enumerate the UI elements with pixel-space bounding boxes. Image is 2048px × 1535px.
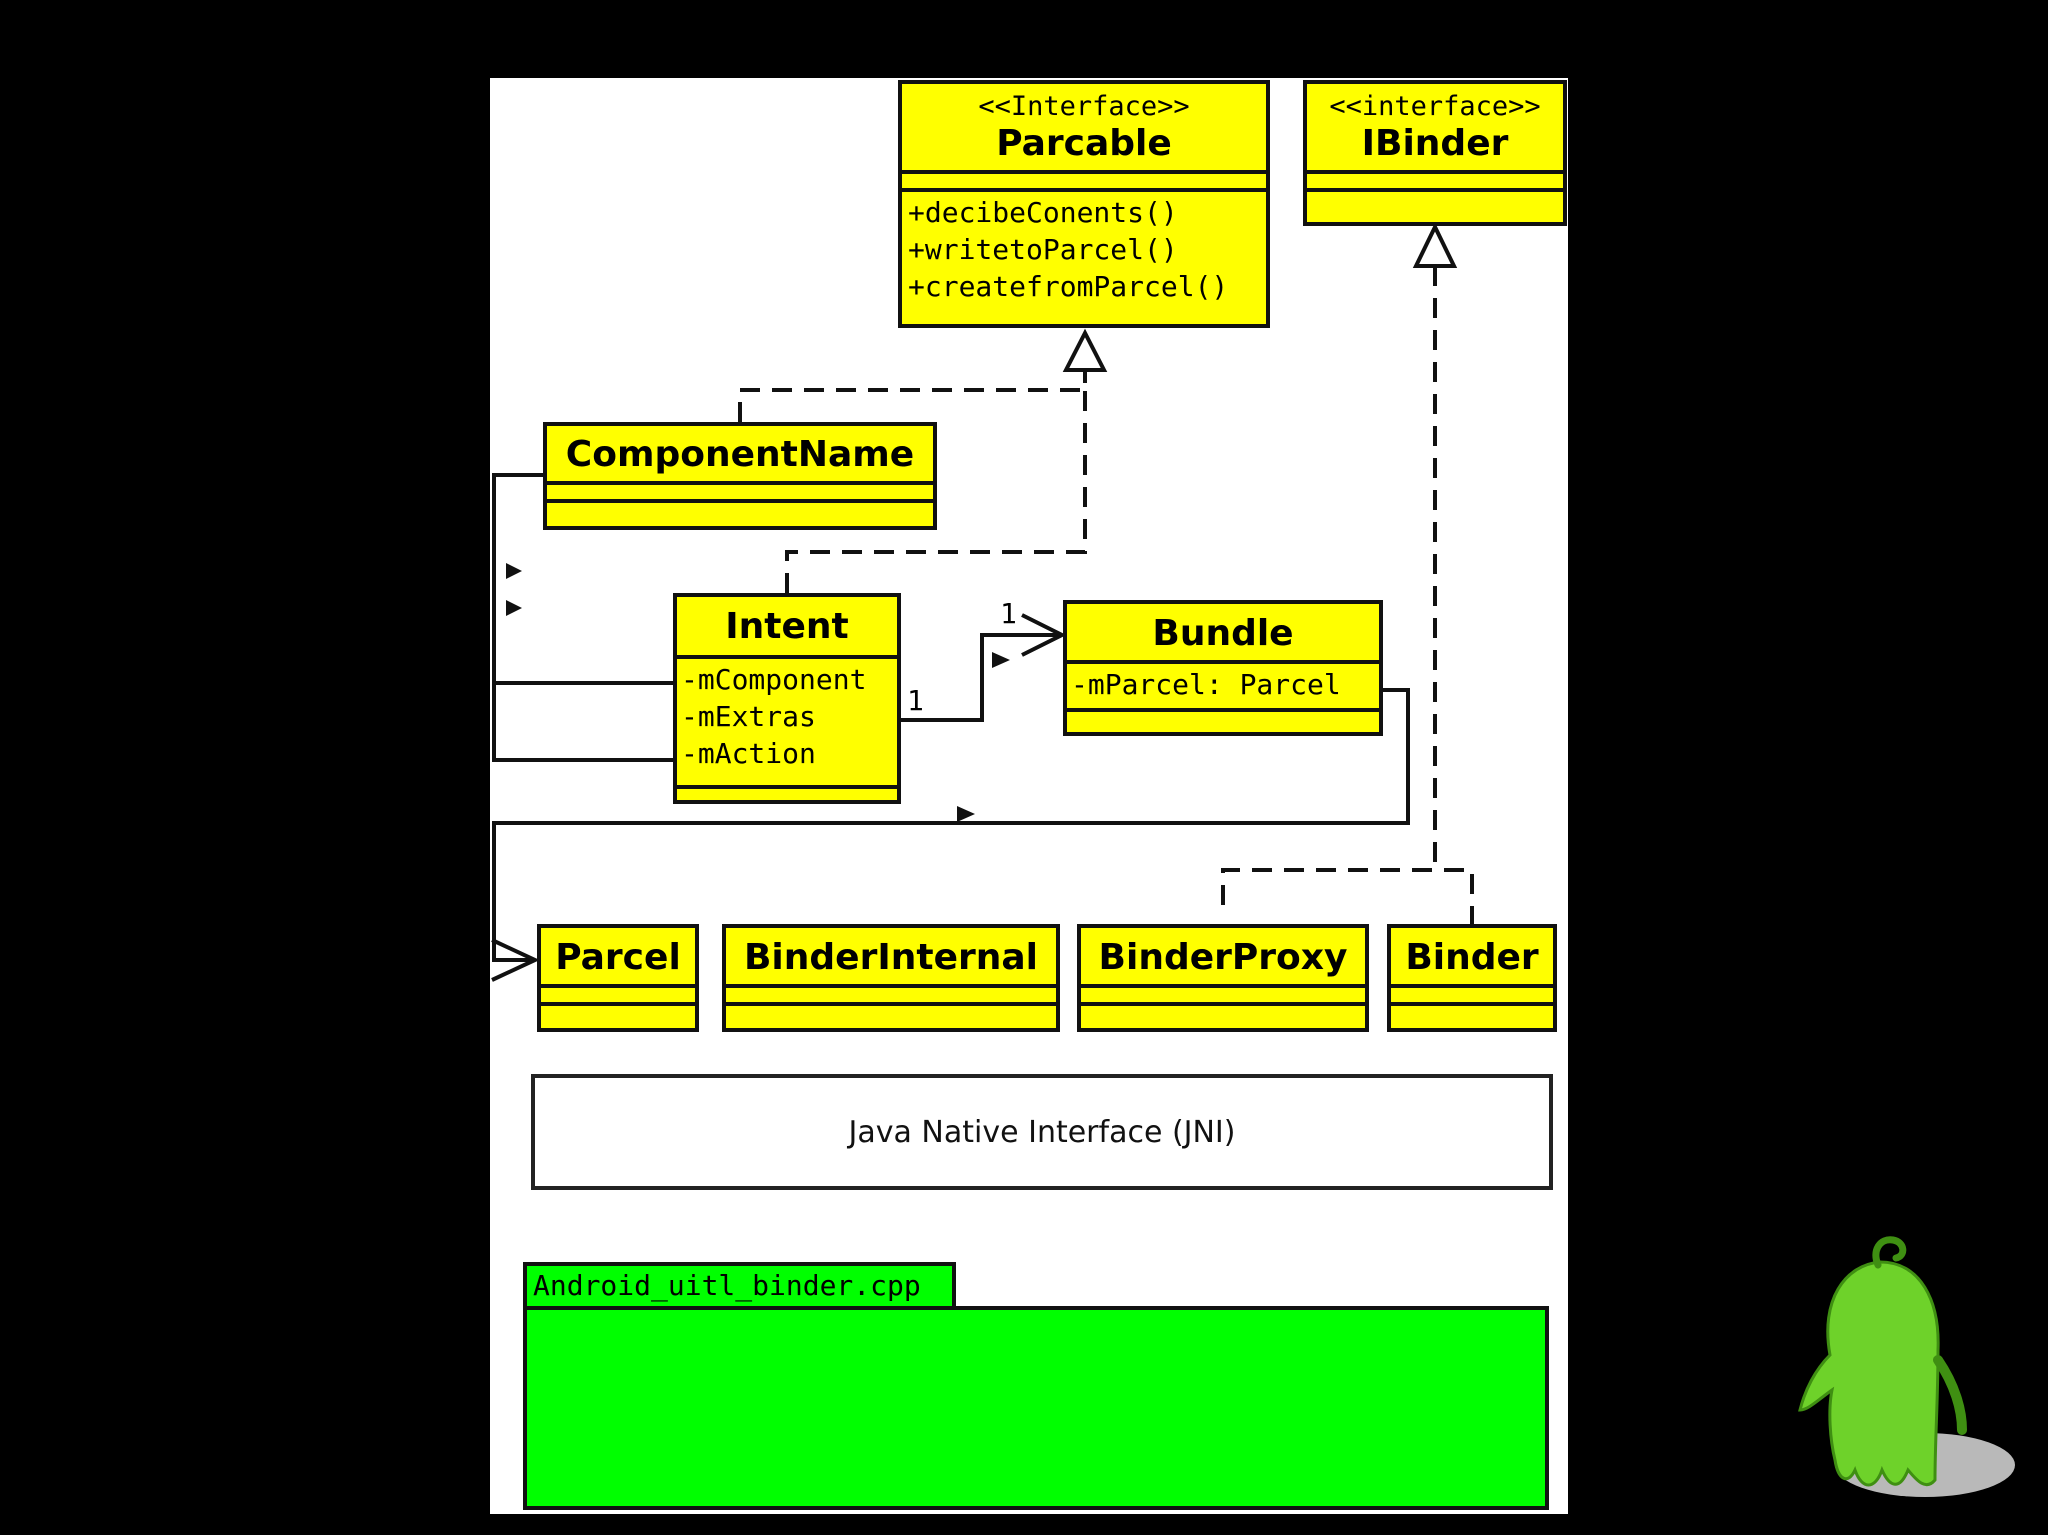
separator	[1067, 708, 1379, 712]
class-binderproxy: BinderProxy	[1077, 924, 1369, 1032]
class-binder: Binder	[1387, 924, 1557, 1032]
class-header: <<Interface>> Parcable	[902, 84, 1266, 166]
attribute-item: -mAction	[681, 737, 816, 770]
attribute-item: -mParcel: Parcel	[1071, 668, 1341, 701]
separator	[1391, 1002, 1553, 1006]
class-header: BinderProxy	[1081, 928, 1365, 980]
class-name: Bundle	[1152, 613, 1294, 654]
realization-binder-ibinder	[1221, 266, 1474, 925]
class-name: Binder	[1405, 937, 1539, 978]
jni-label: Java Native Interface (JNI)	[848, 1114, 1236, 1150]
separator	[726, 1002, 1056, 1006]
separator	[677, 655, 897, 659]
package-body	[523, 1306, 1549, 1510]
class-name: BinderProxy	[1098, 937, 1348, 978]
separator	[902, 170, 1266, 188]
association-bundle-parcel	[491, 688, 1410, 982]
separator	[1081, 1002, 1365, 1006]
separator	[1067, 660, 1379, 664]
separator	[902, 188, 1266, 192]
class-name: Intent	[725, 606, 849, 647]
stereotype-label: <<Interface>>	[978, 91, 1190, 122]
attribute-item: -mExtras	[681, 700, 816, 733]
multiplicity-intent: 1	[907, 684, 924, 717]
class-name: ComponentName	[565, 434, 915, 475]
nav-arrow-3	[992, 652, 1010, 668]
realization-arrowhead-ibinder	[1412, 222, 1458, 268]
method-item: +writetoParcel()	[908, 233, 1178, 266]
separator	[541, 1002, 695, 1006]
class-header: Parcel	[541, 928, 695, 980]
attribute-list: -mParcel: Parcel	[1067, 664, 1379, 708]
separator	[1081, 984, 1365, 1002]
separator	[541, 984, 695, 1002]
class-header: Intent	[677, 597, 897, 649]
method-item: +decibeConents()	[908, 196, 1178, 229]
separator	[677, 785, 897, 789]
class-header: ComponentName	[547, 426, 933, 477]
separator	[1307, 188, 1563, 192]
class-header: BinderInternal	[726, 928, 1056, 980]
method-list: +decibeConents() +writetoParcel() +creat…	[902, 192, 1266, 311]
class-name: Parcel	[555, 937, 681, 978]
mascot-icon	[1798, 1236, 2015, 1497]
class-name: IBinder	[1361, 123, 1509, 164]
package-tab: Android_uitl_binder.cpp	[523, 1262, 956, 1310]
class-componentname: ComponentName	[543, 422, 937, 530]
separator	[726, 984, 1056, 1002]
class-bundle: Bundle -mParcel: Parcel	[1063, 600, 1383, 736]
class-binderinternal: BinderInternal	[722, 924, 1060, 1032]
attribute-list: -mComponent -mExtras -mAction	[677, 659, 897, 785]
class-parcable: <<Interface>> Parcable +decibeConents() …	[898, 80, 1270, 328]
class-parcel: Parcel	[537, 924, 699, 1032]
realization-arrowhead-parcable	[1062, 328, 1108, 372]
attribute-item: -mComponent	[681, 663, 867, 696]
realization-intent-parcable	[785, 370, 1087, 593]
class-header: Binder	[1391, 928, 1553, 980]
method-item: +createfromParcel()	[908, 270, 1229, 303]
separator	[547, 481, 933, 499]
stereotype-label: <<interface>>	[1329, 91, 1541, 122]
class-name: BinderInternal	[743, 937, 1038, 978]
separator	[1391, 984, 1553, 1002]
association-intent-componentname	[492, 473, 673, 762]
class-header: <<interface>> IBinder	[1307, 84, 1563, 166]
association-intent-bundle	[900, 613, 1067, 722]
nav-arrow-4	[957, 806, 975, 822]
multiplicity-bundle: 1	[1000, 597, 1017, 630]
nav-arrow-1	[506, 563, 522, 579]
class-ibinder: <<interface>> IBinder	[1303, 80, 1567, 226]
class-name: Parcable	[996, 123, 1172, 164]
package-name: Android_uitl_binder.cpp	[533, 1269, 921, 1302]
realization-componentname-parcable	[738, 370, 1087, 422]
class-header: Bundle	[1067, 604, 1379, 656]
class-intent: Intent -mComponent -mExtras -mAction	[673, 593, 901, 804]
separator	[547, 499, 933, 503]
jni-layer: Java Native Interface (JNI)	[531, 1074, 1553, 1190]
nav-arrow-2	[506, 600, 522, 616]
separator	[1307, 170, 1563, 188]
